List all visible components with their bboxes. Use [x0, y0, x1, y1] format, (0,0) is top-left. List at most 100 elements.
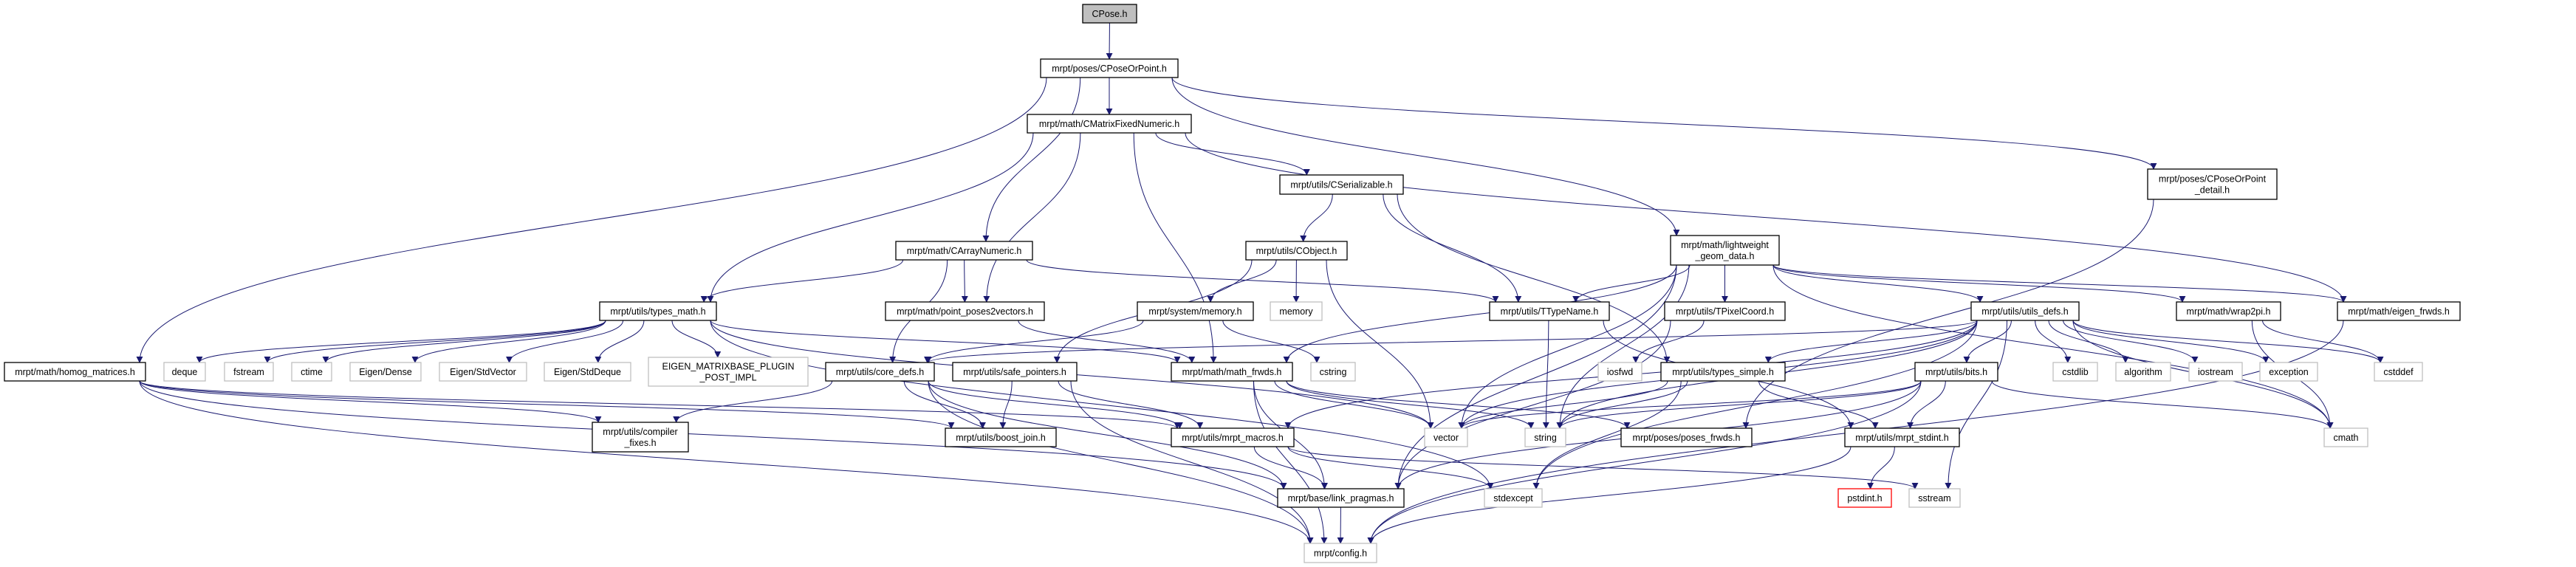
node-safe-pointers[interactable]: mrpt/utils/safe_pointers.h: [952, 362, 1078, 382]
node-label: ctime: [301, 367, 323, 377]
node-eigen-stddeque: Eigen/StdDeque: [544, 362, 631, 382]
node-box: [1082, 4, 1137, 24]
node-wrap2pi[interactable]: mrpt/math/wrap2pi.h: [2176, 301, 2281, 321]
edge-bits-to-mrpt_stdint: [1907, 380, 1946, 429]
node-string: string: [1524, 427, 1566, 447]
node-box: [1837, 488, 1892, 508]
node-link-pragmas[interactable]: mrpt/base/link_pragmas.h: [1277, 488, 1405, 508]
edge-utils_defs-to-algorithm: [2048, 320, 2129, 363]
node-box: [1844, 427, 1960, 447]
edge-lightweight-to-ttypename: [1572, 264, 1690, 303]
node-label: Eigen/StdDeque: [554, 367, 621, 377]
node-label: mrpt/math/eigen_frwds.h: [2348, 306, 2450, 317]
node-box: [825, 362, 935, 382]
edge-types_math-to-eigen_stdvector: [506, 320, 624, 363]
node-label: mrpt/utils/utils_defs.h: [1981, 306, 2068, 317]
edge-lightweight-to-link_pragmas: [1394, 264, 1677, 489]
edge-cposeorpoint_detail-to-poses_frwds: [1742, 199, 2154, 429]
edge-cmatrixfixed-to-point_poses2vectors: [983, 132, 1081, 303]
edge-types_math-to-math_frwds: [710, 320, 1181, 363]
edge-homog_matrices-to-config: [139, 380, 1314, 544]
node-label: mrpt/utils/bits.h: [1925, 367, 1987, 377]
node-box: [1970, 301, 2080, 321]
node-poses-frwds[interactable]: mrpt/poses/poses_frwds.h: [1620, 427, 1753, 447]
node-mrpt-stdint[interactable]: mrpt/utils/mrpt_stdint.h: [1844, 427, 1960, 447]
edge-cobject-to-system_memory: [1207, 259, 1277, 303]
edge-types_math-to-eigen_plugin: [671, 320, 722, 358]
node-sstream: sstream: [1908, 488, 1961, 508]
node-compiler-fixes[interactable]: mrpt/utils/compiler_fixes.h: [592, 422, 689, 453]
node-box: [1270, 301, 1323, 321]
node-types-simple[interactable]: mrpt/utils/types_simple.h: [1660, 362, 1786, 382]
node-box: [1171, 427, 1295, 447]
node-lightweight[interactable]: mrpt/math/lightweight_geom_data.h: [1670, 235, 1780, 266]
edge-types_math-to-stdexcept: [710, 320, 1494, 489]
node-label: fstream: [233, 367, 264, 377]
node-cmatrixfixed[interactable]: mrpt/math/CMatrixFixedNumeric.h: [1027, 114, 1192, 134]
node-box: [1304, 543, 1377, 563]
node-box: [885, 301, 1045, 321]
node-box: [1424, 427, 1468, 447]
node-cserializable[interactable]: mrpt/utils/CSerializable.h: [1279, 174, 1404, 195]
edge-types_simple-to-vector: [1458, 380, 1668, 429]
node-utils-defs[interactable]: mrpt/utils/utils_defs.h: [1970, 301, 2080, 321]
edge-lightweight-to-wrap2pi: [1772, 264, 2186, 303]
edge-wrap2pi-to-cstddef: [2262, 320, 2384, 363]
node-box: [291, 362, 332, 382]
edge-cposeorpoint-to-homog_matrices: [136, 77, 1047, 363]
edge-bits-to-string: [1556, 380, 1922, 429]
node-label: _detail.h: [2194, 185, 2230, 196]
edge-math_frwds-to-string: [1286, 380, 1535, 429]
node-mrpt-macros[interactable]: mrpt/utils/mrpt_macros.h: [1171, 427, 1295, 447]
node-point-poses2vectors[interactable]: mrpt/math/point_poses2vectors.h: [885, 301, 1045, 321]
node-ttypename[interactable]: mrpt/utils/TTypeName.h: [1489, 301, 1610, 321]
node-cposeorpoint[interactable]: mrpt/poses/CPoseOrPoint.h: [1040, 58, 1179, 78]
node-carraynumeric[interactable]: mrpt/math/CArrayNumeric.h: [895, 241, 1033, 261]
node-label: cstddef: [2383, 367, 2414, 377]
edge-homog_matrices-to-boost_join: [139, 380, 955, 429]
node-box: [2337, 301, 2461, 321]
edge-types_simple-to-mrpt_stdint: [1758, 380, 1879, 429]
node-eigen-frwds[interactable]: mrpt/math/eigen_frwds.h: [2337, 301, 2461, 321]
node-label: CPose.h: [1092, 9, 1128, 19]
node-core-defs[interactable]: mrpt/utils/core_defs.h: [825, 362, 935, 382]
node-label: mrpt/base/link_pragmas.h: [1288, 493, 1394, 504]
edge-core_defs-to-link_pragmas: [928, 380, 1287, 489]
edge-cserializable-to-cobject: [1300, 193, 1333, 242]
node-math-frwds[interactable]: mrpt/math/math_frwds.h: [1171, 362, 1293, 382]
edge-system_memory-to-core_defs: [924, 320, 1144, 363]
node-iostream: iostream: [2188, 362, 2243, 382]
edge-ttypename-to-string: [1542, 320, 1549, 429]
node-types-math[interactable]: mrpt/utils/types_math.h: [599, 301, 717, 321]
node-label: string: [1534, 433, 1557, 443]
node-deque: deque: [163, 362, 206, 382]
node-box: [2374, 362, 2423, 382]
node-box: [1670, 235, 1780, 266]
node-system-memory[interactable]: mrpt/system/memory.h: [1137, 301, 1254, 321]
node-algorithm: algorithm: [2115, 362, 2171, 382]
edge-cobject-to-vector: [1326, 259, 1434, 429]
node-cobject[interactable]: mrpt/utils/CObject.h: [1245, 241, 1348, 261]
node-box: [1524, 427, 1566, 447]
node-homog-matrices[interactable]: mrpt/math/homog_matrices.h: [4, 362, 146, 382]
node-tpixelcoord[interactable]: mrpt/utils/TPixelCoord.h: [1664, 301, 1786, 321]
node-label: mrpt/utils/mrpt_macros.h: [1182, 433, 1284, 443]
edge-utils_defs-to-cstdlib: [2035, 320, 2072, 363]
node-box: [4, 362, 146, 382]
node-cposeorpoint-detail[interactable]: mrpt/poses/CPoseOrPoint_detail.h: [2147, 168, 2278, 200]
edge-types_math-to-deque: [196, 320, 606, 363]
edge-cserializable-to-ttypename: [1383, 193, 1522, 303]
nodes-layer: CPose.h mrpt/poses/CPoseOrPoint.h mrpt/mat…: [4, 4, 2461, 563]
node-bits[interactable]: mrpt/utils/bits.h: [1914, 362, 1998, 382]
node-boost-join[interactable]: mrpt/utils/boost_join.h: [945, 427, 1057, 447]
node-cpose[interactable]: CPose.h: [1082, 4, 1137, 24]
node-box: [544, 362, 631, 382]
node-box: [599, 301, 717, 321]
edge-tpixelcoord-to-iosfwd: [1632, 320, 1705, 363]
node-eigen-dense: Eigen/Dense: [349, 362, 422, 382]
edge-utils_defs-to-cstddef: [2072, 320, 2384, 363]
edge-mrpt_macros-to-sstream: [1287, 446, 1919, 489]
node-box: [1245, 241, 1348, 261]
edge-types_math-to-ctime: [322, 320, 606, 363]
node-label: cstring: [1320, 367, 1347, 377]
